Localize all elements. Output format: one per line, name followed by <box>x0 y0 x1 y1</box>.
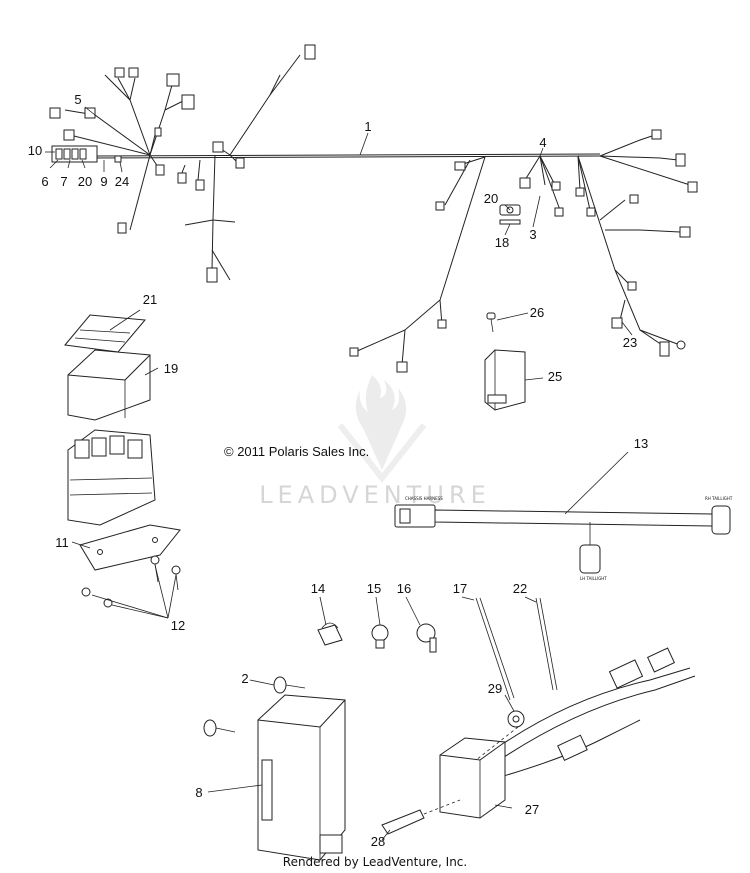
callout-3: 3 <box>529 227 536 242</box>
callout-28: 28 <box>371 834 385 849</box>
callout-10: 10 <box>28 143 42 158</box>
control-box-27 <box>439 737 506 819</box>
bolt-28 <box>381 799 461 835</box>
relay-module-25 <box>484 349 526 411</box>
leadventure-watermark-logo <box>337 375 427 483</box>
callout-numbers: 1 2 3 4 5 6 7 8 9 10 11 12 13 14 15 16 1… <box>28 92 648 849</box>
callout-8: 8 <box>195 785 202 800</box>
copyright-notice: © 2011 Polaris Sales Inc. <box>224 444 369 459</box>
callout-1: 1 <box>364 119 371 134</box>
nut-29 <box>507 710 525 728</box>
screw-2-left <box>203 719 236 737</box>
callout-13: 13 <box>634 436 648 451</box>
fuse-relay-strip <box>51 145 122 163</box>
mounting-plate-11 <box>79 524 181 571</box>
rh-taillight-label: RH TAILLIGHT <box>705 496 733 501</box>
callout-26: 26 <box>530 305 544 320</box>
cable-tie-22 <box>535 597 558 691</box>
callout-21: 21 <box>143 292 157 307</box>
callout-11: 11 <box>55 535 69 550</box>
chassis-harness-label: CHASSIS HARNESS <box>405 496 443 501</box>
leader-lines <box>45 106 633 841</box>
callout-6: 6 <box>41 174 48 189</box>
ecm-module-8 <box>257 694 346 861</box>
callout-17: 17 <box>453 581 467 596</box>
callout-20-right: 20 <box>484 191 498 206</box>
fuse-box-label-21 <box>64 314 147 353</box>
callout-29: 29 <box>488 681 502 696</box>
clip-14 <box>317 622 343 646</box>
callout-5: 5 <box>74 92 81 107</box>
callout-19: 19 <box>164 361 178 376</box>
callout-12: 12 <box>171 618 185 633</box>
callout-16: 16 <box>397 581 411 596</box>
callout-27: 27 <box>525 802 539 817</box>
callout-23: 23 <box>623 335 637 350</box>
callout-20-left: 20 <box>78 174 92 189</box>
screw-2-top <box>273 676 306 694</box>
footer-credit: Rendered by LeadVenture, Inc. <box>283 855 467 869</box>
fuse-box-base <box>67 429 156 526</box>
callout-2: 2 <box>241 671 248 686</box>
cable-tie-17 <box>475 597 515 701</box>
callout-15: 15 <box>367 581 381 596</box>
callout-14: 14 <box>311 581 325 596</box>
callout-24: 24 <box>115 174 129 189</box>
clamp-15 <box>371 624 389 649</box>
taillight-harness-13: CHASSIS HARNESS RH TAILLIGHT LH TAILLIGH… <box>394 496 733 581</box>
callout-9: 9 <box>100 174 107 189</box>
lh-taillight-label: LH TAILLIGHT <box>580 576 607 581</box>
callout-22: 22 <box>513 581 527 596</box>
main-wire-harness <box>64 54 691 366</box>
fuse-box-cover-19 <box>67 349 151 421</box>
harness-connectors <box>49 44 698 373</box>
clamp-16 <box>416 623 437 653</box>
callout-4: 4 <box>539 135 546 150</box>
screw-26 <box>486 312 496 333</box>
callout-7: 7 <box>60 174 67 189</box>
watermark-text: LEADVENTURE <box>259 481 491 509</box>
relay-18-20 <box>499 204 521 225</box>
callout-25: 25 <box>548 369 562 384</box>
callout-18: 18 <box>495 235 509 250</box>
